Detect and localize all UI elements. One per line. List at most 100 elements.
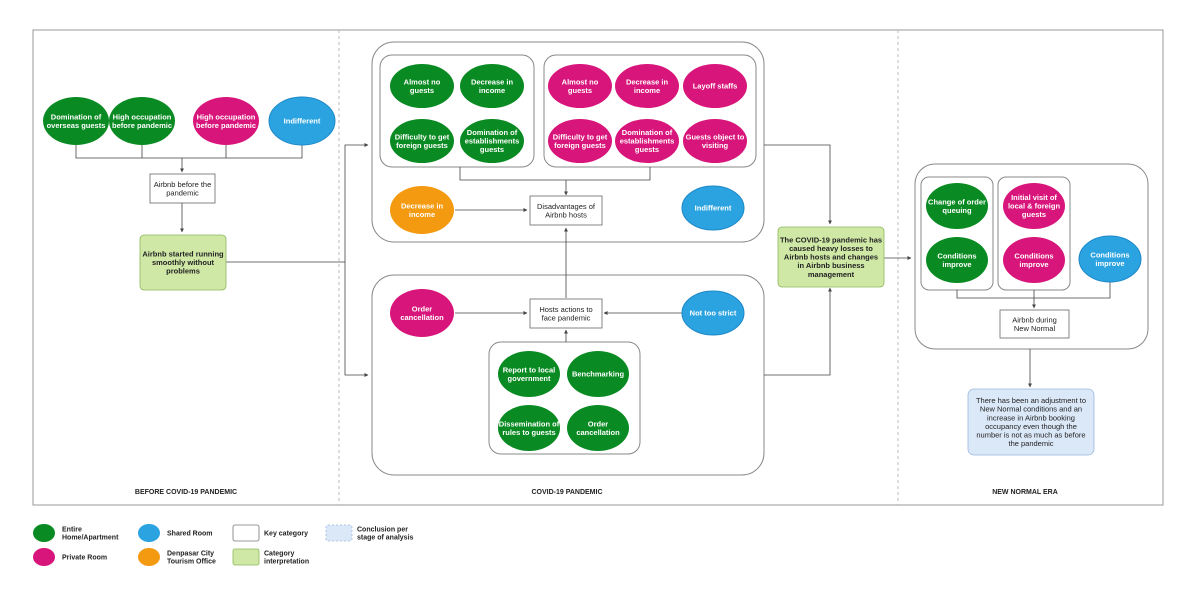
connectors <box>75 143 1111 388</box>
legend-label-line: Shared Room <box>167 531 213 538</box>
dis-indifferent-shared-label: Indifferent <box>695 204 732 213</box>
dis-pink-p1-label-line: Almost no <box>562 77 599 86</box>
action-a2-shape <box>567 351 629 397</box>
nn-green-n2-label-line: Conditions <box>937 251 976 260</box>
decrease-income-tourism-office-shape <box>390 186 454 234</box>
not-too-strict-shared-shape <box>681 290 745 336</box>
legend-swatch <box>325 524 353 542</box>
decrease-income-tourism-office-label-line: Decrease in <box>401 201 444 210</box>
dis-pink-p4-label-line: Difficulty to get <box>553 132 608 141</box>
legend-label-line: stage of analysis <box>357 535 414 542</box>
covid-interpretation-box-label-line: management <box>808 270 855 279</box>
before-node-b1-label-line: overseas guests <box>47 121 106 130</box>
nn-green-n1-shape <box>926 183 988 229</box>
not-too-strict-shared-label: Not too strict <box>690 309 737 318</box>
covid-interpretation-box-label-line: Airbnb hosts and changes <box>784 253 878 262</box>
covid-interpretation-box-shape <box>777 226 885 288</box>
nn-conclusion-box-label-line: occupancy even though the <box>985 422 1077 431</box>
nn-conclusion-box-label-line: New Normal conditions and an <box>980 405 1082 414</box>
dis-green-g1-shape <box>390 64 454 108</box>
legend-label-line: Home/Apartment <box>62 535 119 542</box>
nn-conclusion-box-label-line: the pandemic <box>1008 439 1053 448</box>
before-key-box-label-line: pandemic <box>166 188 199 197</box>
dis-green-g2-label-line: income <box>479 86 505 95</box>
order-cancel-private-label-line: Order <box>412 304 433 313</box>
dis-pink-p6-shape <box>683 119 747 163</box>
action-a4-label-line: cancellation <box>576 428 620 437</box>
action-a3-shape <box>498 405 560 451</box>
order-cancel-private-label-line: cancellation <box>400 313 444 322</box>
before-interpretation-box-shape <box>139 234 227 291</box>
decrease-income-tourism-office-label-line: income <box>409 210 435 219</box>
before-node-b2-shape <box>109 97 175 145</box>
dis-green-g2-label-line: Decrease in <box>471 77 514 86</box>
legend-swatch <box>232 524 260 542</box>
dis-green-g1-label-line: Almost no <box>404 77 441 86</box>
before-node-b1-shape <box>43 97 109 145</box>
nn-pink-n4-shape <box>1003 237 1065 283</box>
before-interpretation-box-label-line: problems <box>166 267 200 276</box>
outer-frame <box>32 29 1164 506</box>
legend-label-line: Tourism Office <box>167 559 216 566</box>
nn-conclusion-box-shape <box>967 388 1095 456</box>
nn-pink-n4-label-line: improve <box>1019 260 1048 269</box>
section-title-covid: COVID-19 PANDEMIC <box>531 489 602 496</box>
action-a2: Benchmarking <box>567 351 629 397</box>
nn-green-n2-shape <box>926 237 988 283</box>
dis-pink-p5-label-line: guests <box>635 145 659 154</box>
dis-pink-p2-label-line: income <box>634 86 660 95</box>
action-a4-label-line: Order <box>588 419 609 428</box>
dis-pink-p3: Layoff staffs <box>683 64 747 108</box>
action-a1-shape <box>498 351 560 397</box>
dis-key-box-label-line: Disadvantages of <box>537 202 596 211</box>
before-node-b3-shape <box>193 97 259 145</box>
dis-indifferent-shared-label-line: Indifferent <box>695 204 732 213</box>
legend-swatch <box>138 524 160 542</box>
action-a1-label-line: government <box>508 374 551 383</box>
nn-blue-shared-shape <box>1078 235 1142 283</box>
dis-pink-p3-shape <box>683 64 747 108</box>
before-node-b3-label-line: before pandemic <box>196 121 256 130</box>
action-a2-label: Benchmarking <box>572 370 625 379</box>
nn-conclusion-box-label-line: increase in Airbnb booking <box>987 413 1075 422</box>
nn-pink-n4-label-line: Conditions <box>1014 251 1053 260</box>
not-too-strict-shared: Not too strict <box>681 290 745 336</box>
covid-interpretation-box-label-line: in Airbnb business <box>797 261 864 270</box>
dis-pink-p4-label-line: foreign guests <box>554 141 606 150</box>
nn-pink-n3-label-line: guests <box>1022 210 1046 219</box>
